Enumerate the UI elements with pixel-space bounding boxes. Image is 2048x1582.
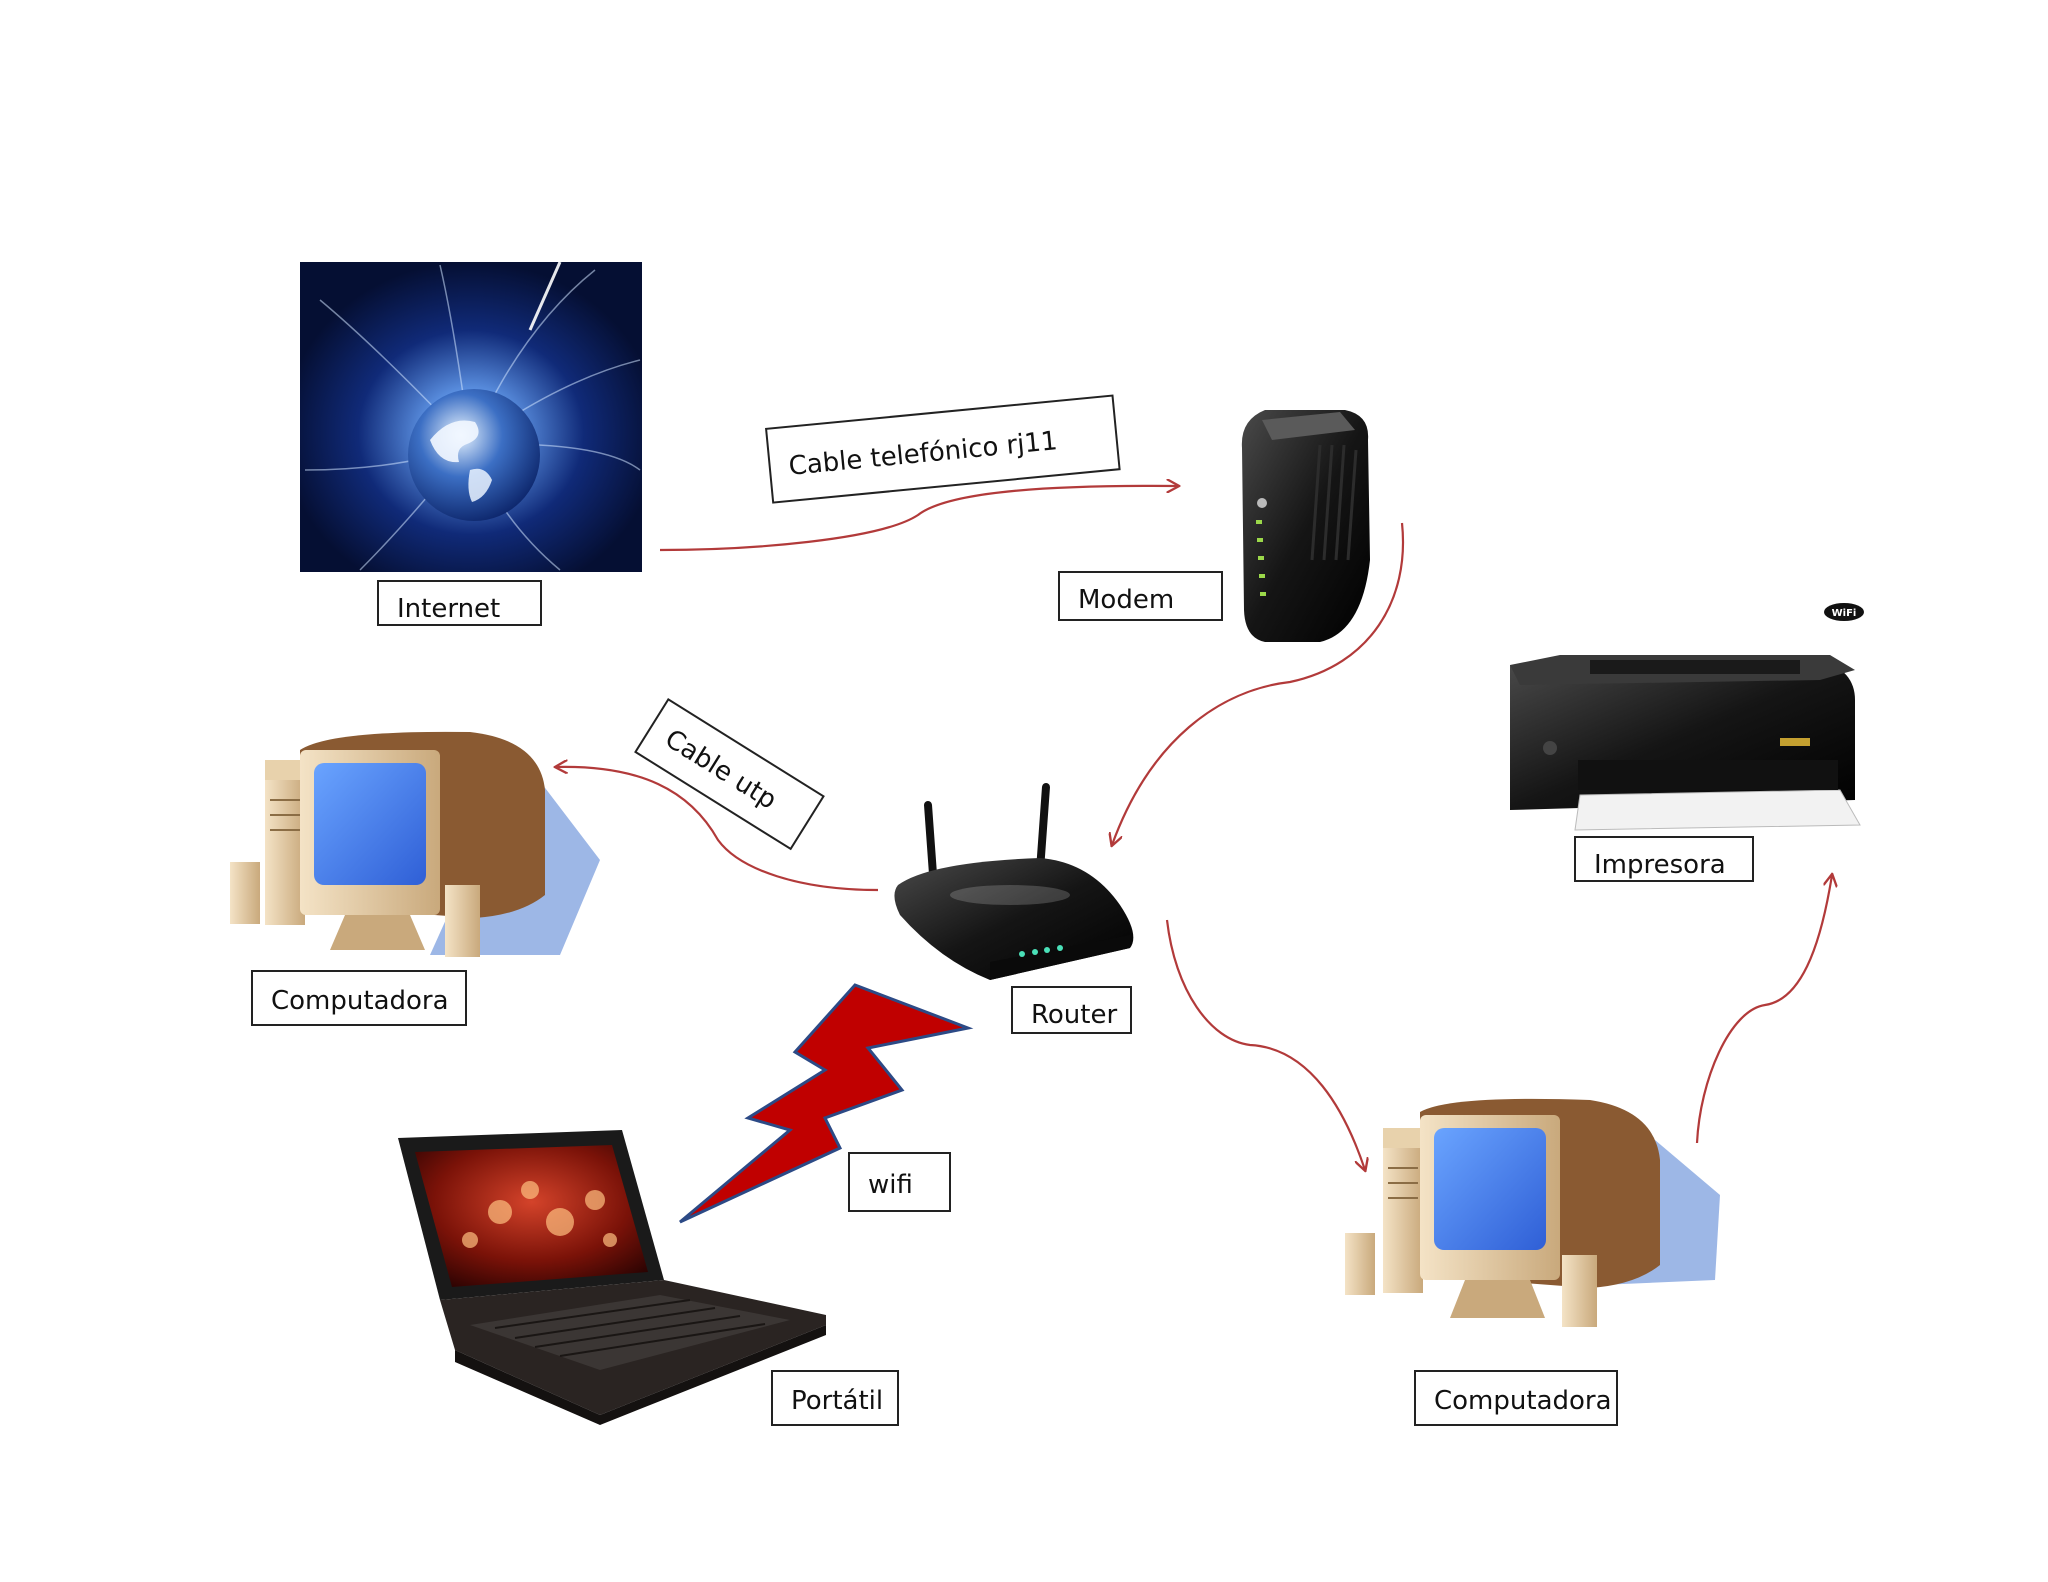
label-modem: Modem bbox=[1058, 571, 1223, 621]
label-impresora: Impresora bbox=[1574, 836, 1754, 882]
label-computadora-right: Computadora bbox=[1414, 1370, 1618, 1426]
modem-icon bbox=[1241, 410, 1370, 642]
svg-text:WiFi: WiFi bbox=[1832, 608, 1857, 619]
globe-icon bbox=[300, 261, 642, 572]
label-router: Router bbox=[1011, 986, 1132, 1034]
router-icon bbox=[894, 783, 1134, 980]
printer-icon bbox=[1510, 655, 1861, 831]
laptop-icon bbox=[398, 1130, 826, 1425]
computer-icon bbox=[230, 731, 600, 957]
label-internet: Internet bbox=[377, 580, 542, 626]
label-wifi: wifi bbox=[848, 1152, 951, 1212]
connector-internet-modem bbox=[659, 486, 1178, 552]
connector-computer-printer bbox=[1695, 875, 1832, 1144]
connector-router-computer-right bbox=[1165, 919, 1365, 1170]
lightning-icon bbox=[679, 983, 974, 1224]
label-computadora-left: Computadora bbox=[251, 970, 467, 1026]
label-portatil: Portátil bbox=[771, 1370, 899, 1426]
connector-router-computer-left bbox=[556, 767, 879, 892]
connector-modem-router bbox=[1112, 522, 1405, 845]
computer-icon bbox=[1345, 1098, 1720, 1327]
wifi-badge-icon: WiFi bbox=[1824, 603, 1864, 621]
